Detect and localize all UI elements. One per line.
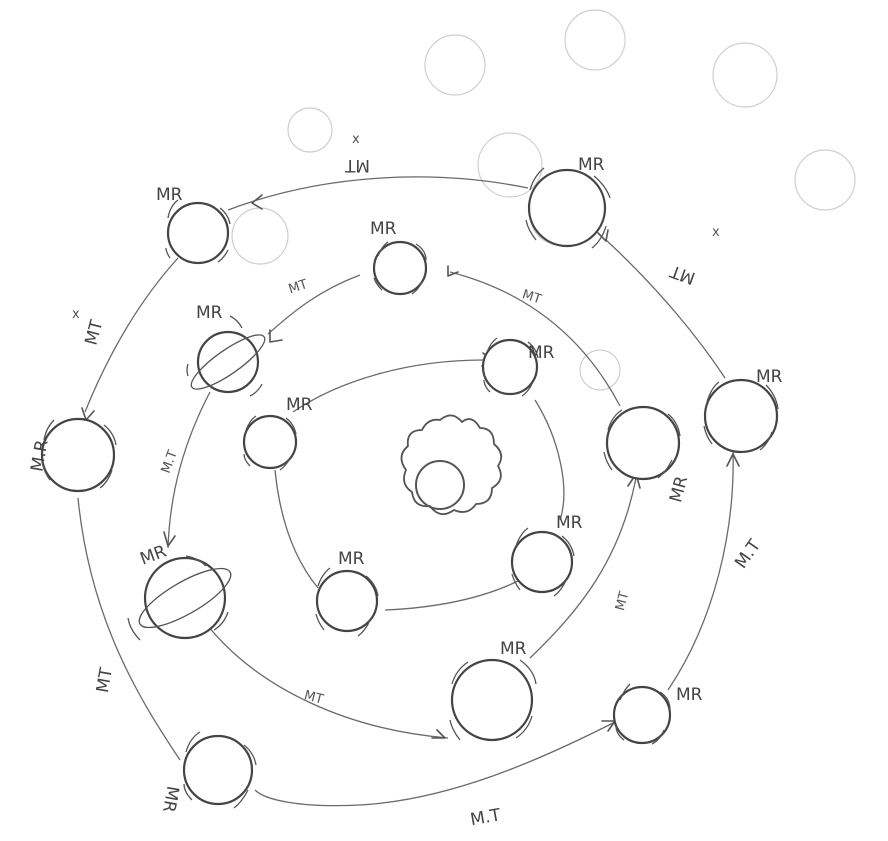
svg-text:x: x (352, 132, 360, 147)
planet-p-mid-1: MR (370, 219, 426, 294)
svg-text:x: x (72, 307, 80, 322)
planet-p-out-4: MR (704, 367, 783, 452)
planet-label: MR (756, 367, 783, 387)
svg-text:MT: MT (520, 287, 543, 307)
planet-p-in-4: MR (316, 549, 378, 636)
planet-p-in-3: MR (512, 513, 583, 596)
planet-p-out-5: MR (158, 732, 256, 814)
planet-label: MR (676, 685, 703, 705)
sun-icon (401, 415, 501, 514)
svg-text:M.T: M.T (469, 805, 503, 830)
svg-text:MT: MT (287, 277, 310, 297)
planet-label: MR (158, 784, 182, 814)
planet-label: MR (500, 639, 527, 659)
svg-text:x: x (712, 225, 720, 240)
planet-label: MR (556, 513, 583, 533)
planet-p-mid-5: MR (604, 407, 692, 505)
planet-label: MR (338, 549, 365, 569)
planet-label: MR (370, 219, 397, 239)
svg-text:MT: MT (667, 260, 698, 288)
planet-label: MR (578, 155, 605, 175)
planet-p-out-3: M.R (27, 419, 116, 491)
planet-label: MR (156, 185, 183, 205)
planet-p-mid-2: MR (185, 303, 271, 397)
svg-text:M.T: M.T (731, 536, 765, 573)
planet-p-out-6: MR (614, 684, 703, 744)
planet-p-mid-4: MR (450, 639, 536, 740)
planet-p-out-1: MR (156, 185, 230, 263)
planet-p-out-2: MR (526, 155, 610, 248)
planet-p-mid-3: MR (128, 542, 238, 640)
planet-label: MR (286, 395, 313, 415)
svg-text:MT: MT (613, 590, 632, 612)
planet-label: MR (196, 303, 223, 323)
svg-text:MT: MT (302, 688, 324, 707)
planet-p-in-1: MR (483, 338, 555, 396)
planet-p-in-2: MR (244, 395, 313, 470)
planet-label: MR (666, 474, 692, 505)
svg-text:M.T: M.T (159, 448, 181, 475)
svg-text:MT: MT (344, 155, 370, 175)
svg-text:MT: MT (82, 317, 108, 347)
svg-text:MT: MT (93, 666, 117, 695)
planet-label: MR (528, 343, 555, 363)
